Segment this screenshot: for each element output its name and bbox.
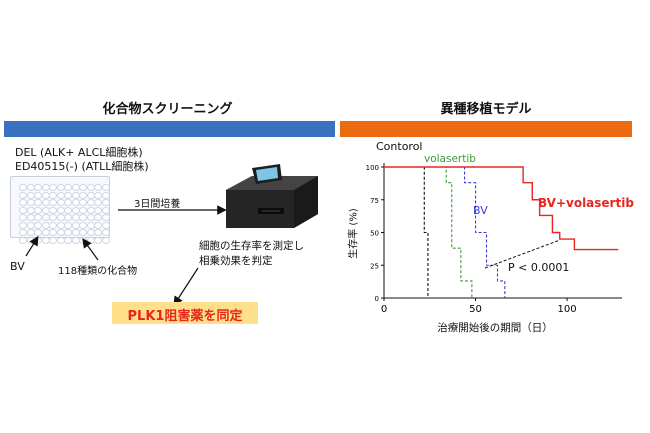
p-value-annotation: P < 0.0001 bbox=[508, 261, 570, 274]
legend-bv: BV bbox=[473, 204, 488, 217]
cell-line-label-2: ED40515(-) (ATLL細胞株) bbox=[15, 160, 149, 173]
y-tick-label: 50 bbox=[370, 230, 379, 238]
y-tick-label: 25 bbox=[370, 262, 379, 270]
legend-volasertib: volasertib bbox=[424, 153, 476, 165]
well bbox=[101, 221, 110, 229]
compound-arrow bbox=[82, 238, 99, 261]
well bbox=[101, 184, 110, 191]
drug-label: BV bbox=[10, 260, 25, 273]
y-tick-label: 0 bbox=[375, 295, 379, 303]
series-line-0 bbox=[384, 166, 432, 299]
left-panel-title: 化合物スクリーニング bbox=[102, 102, 233, 117]
well-plate bbox=[10, 176, 110, 244]
result-arrow bbox=[173, 267, 199, 307]
legend-control: Contorol bbox=[376, 140, 423, 153]
well bbox=[101, 229, 110, 236]
right-panel-title: 異種移植モデル bbox=[440, 102, 532, 117]
x-axis-label: 治療開始後の期間（日） bbox=[437, 322, 553, 334]
x-tick-label: 50 bbox=[469, 304, 482, 315]
cell-line-label-1: DEL (ALK+ ALCL細胞株) bbox=[15, 146, 143, 159]
plate-reader-device bbox=[226, 164, 318, 228]
well bbox=[101, 236, 110, 244]
wells-grid bbox=[19, 184, 110, 244]
incubation-label: 3日間培養 bbox=[134, 199, 181, 210]
right-header-bar bbox=[340, 121, 632, 137]
series-line-2 bbox=[384, 166, 506, 298]
series-line-1 bbox=[384, 166, 473, 298]
series-line-3 bbox=[384, 166, 619, 251]
assay-text-1: 細胞の生存率を測定し bbox=[199, 240, 304, 252]
y-axis-label: 生存率 (%) bbox=[348, 208, 360, 259]
well bbox=[101, 214, 110, 221]
y-tick-label: 100 bbox=[366, 164, 379, 172]
left-header-bar bbox=[4, 121, 335, 137]
p-value-pointer bbox=[484, 239, 561, 269]
x-tick-label: 0 bbox=[381, 304, 387, 315]
legend-bv-volasertib: BV+volasertib bbox=[538, 196, 634, 210]
well bbox=[101, 199, 110, 206]
well bbox=[101, 206, 110, 214]
result-label: PLK1阻害薬を同定 bbox=[127, 309, 243, 324]
bv-arrow bbox=[25, 235, 39, 257]
x-tick-label: 100 bbox=[558, 304, 577, 315]
result-highlight bbox=[112, 302, 258, 324]
well bbox=[101, 191, 110, 199]
assay-text-2: 相乗効果を判定 bbox=[199, 255, 273, 267]
y-tick-label: 75 bbox=[370, 197, 379, 205]
compound-label: 118種類の化合物 bbox=[58, 266, 138, 277]
